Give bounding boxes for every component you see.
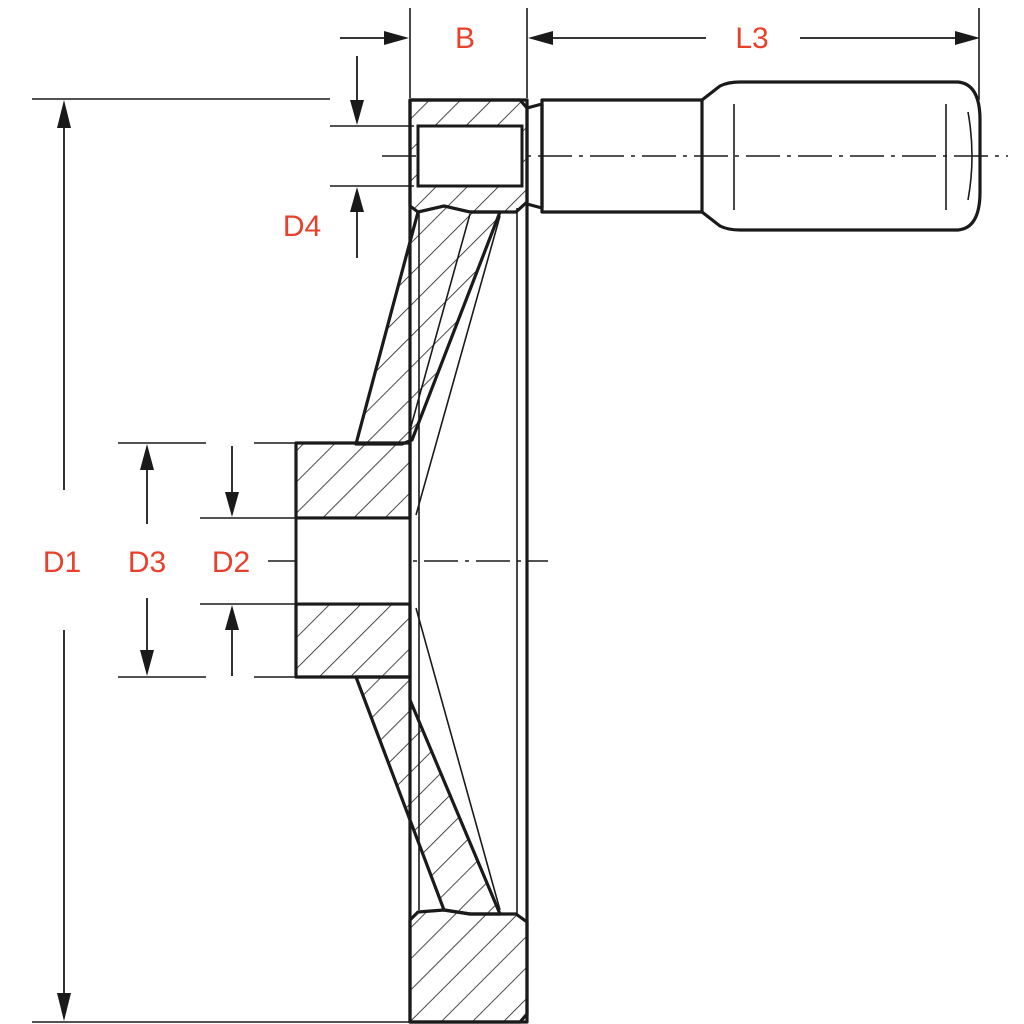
label-d4: D4 (283, 210, 321, 243)
label-d1: D1 (43, 546, 81, 579)
dimension-lines (32, 8, 980, 1023)
label-d2: D2 (212, 546, 250, 579)
wheel-section (294, 98, 529, 1024)
dimension-labels: B L3 D4 D1 D3 D2 (43, 22, 769, 579)
label-l3: L3 (735, 22, 768, 55)
crank-handle (526, 80, 982, 232)
label-d3: D3 (128, 546, 166, 579)
label-b: B (455, 22, 475, 55)
